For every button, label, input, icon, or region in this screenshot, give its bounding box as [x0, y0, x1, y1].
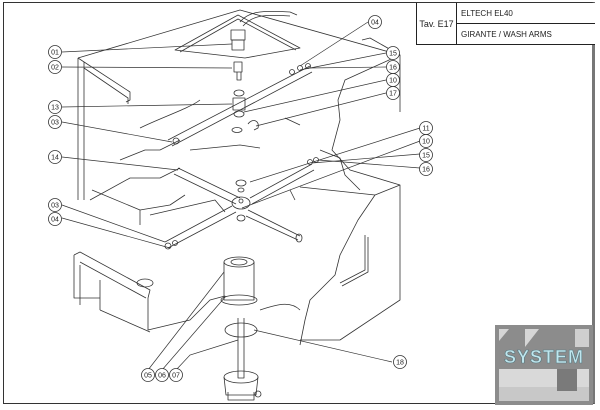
- callout-01[interactable]: 01: [48, 45, 62, 59]
- callout-label: 10: [389, 78, 397, 85]
- cabinet-upper: [77, 9, 401, 225]
- callout-label: 17: [389, 91, 397, 98]
- callout-14[interactable]: 14: [48, 150, 62, 164]
- callout-label: 16: [422, 167, 430, 174]
- callout-13[interactable]: 13: [48, 100, 62, 114]
- small-parts: [231, 61, 259, 133]
- title-block: Tav. E17 ELTECH EL40 GIRANTE / WASH ARMS: [416, 3, 595, 45]
- callout-10-lower[interactable]: 10: [419, 134, 433, 148]
- callout-label: 02: [51, 65, 59, 72]
- lower-wash-arm: [164, 157, 319, 250]
- callout-17[interactable]: 17: [386, 86, 400, 100]
- callout-label: 14: [51, 155, 59, 162]
- callout-16-lower[interactable]: 16: [419, 162, 433, 176]
- callout-label: 16: [389, 65, 397, 72]
- callout-02[interactable]: 02: [48, 60, 62, 74]
- callout-05[interactable]: 05: [141, 368, 155, 382]
- callout-label: 18: [396, 360, 404, 367]
- feed-tube: [174, 10, 301, 59]
- callout-label: 15: [422, 153, 430, 160]
- callout-label: 15: [389, 51, 397, 58]
- callout-label: 10: [422, 139, 430, 146]
- callout-16-upper[interactable]: 16: [386, 60, 400, 74]
- callout-label: 13: [51, 105, 59, 112]
- callout-15-lower[interactable]: 15: [419, 148, 433, 162]
- callout-03-upper[interactable]: 03: [48, 115, 62, 129]
- callout-label: 03: [51, 203, 59, 210]
- pump-assembly: [220, 256, 262, 401]
- callout-06[interactable]: 06: [155, 368, 169, 382]
- callout-10-upper[interactable]: 10: [386, 73, 400, 87]
- callout-11[interactable]: 11: [419, 121, 433, 135]
- callout-03-lower[interactable]: 03: [48, 198, 62, 212]
- logo-text: SYSTEM: [504, 347, 584, 367]
- leader-lines: [61, 21, 421, 371]
- callout-04-lower[interactable]: 04: [48, 212, 62, 226]
- system-logo: SYSTEM: [495, 325, 593, 405]
- callout-label: 03: [51, 120, 59, 127]
- callout-label: 04: [371, 20, 379, 27]
- upper-wash-arm: [167, 63, 313, 147]
- drawing-frame: [3, 2, 595, 404]
- table-code: Tav. E17: [417, 3, 457, 45]
- callout-07[interactable]: 07: [169, 368, 183, 382]
- callout-15-upper[interactable]: 15: [386, 46, 400, 60]
- cabinet-lower: [73, 184, 401, 346]
- model-name: ELTECH EL40: [457, 3, 595, 24]
- part-description: GIRANTE / WASH ARMS: [461, 30, 552, 39]
- callout-label: 06: [158, 373, 166, 380]
- callout-label: 11: [422, 126, 429, 133]
- callout-label: 07: [172, 373, 180, 380]
- callout-label: 04: [51, 217, 59, 224]
- callout-18[interactable]: 18: [393, 355, 407, 369]
- callout-label: 01: [51, 50, 59, 57]
- callout-label: 05: [144, 373, 152, 380]
- callouts: 01 02 13 03 14 03 04 04 15 16 10 17 11 1…: [48, 15, 433, 382]
- callout-04-upper[interactable]: 04: [368, 15, 382, 29]
